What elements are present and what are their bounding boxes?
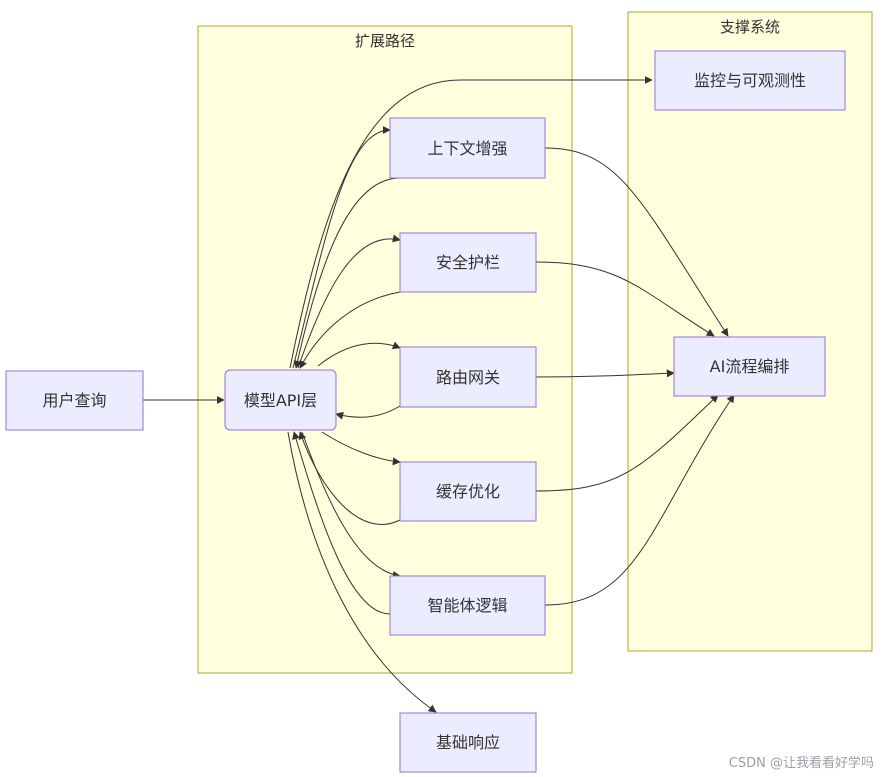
edge-model-to-basic — [287, 431, 437, 713]
node-agent-label: 智能体逻辑 — [427, 596, 507, 615]
watermark: CSDN @让我看看好学吗 — [728, 756, 874, 771]
node-guardrails-label: 安全护栏 — [436, 253, 500, 272]
node-monitoring[interactable]: 监控与可观测性 — [654, 50, 846, 111]
edge-model-to-cache — [321, 431, 401, 466]
node-orchestration-label: AI流程编排 — [710, 357, 790, 376]
node-user-query[interactable]: 用户查询 — [5, 370, 144, 431]
node-context-enhance[interactable]: 上下文增强 — [389, 117, 546, 179]
edge-context-to-orchestration — [544, 147, 729, 337]
edge-cache-to-model — [298, 431, 401, 525]
edge-model-to-gateway — [317, 341, 401, 367]
node-monitor-label: 监控与可观测性 — [694, 71, 806, 90]
node-user-query-label: 用户查询 — [42, 391, 106, 410]
edge-gateway-to-orchestration — [535, 369, 675, 378]
edge-model-to-context — [292, 126, 391, 369]
edge-guardrails-to-orchestration — [535, 261, 715, 337]
node-basic-label: 基础响应 — [436, 733, 500, 752]
cluster-support-label: 支撑系统 — [720, 18, 780, 36]
node-gateway-label: 路由网关 — [436, 368, 500, 387]
node-model-api-label: 模型API层 — [244, 391, 317, 410]
edge-context-to-model — [293, 177, 401, 369]
edge-agent-to-orchestration — [544, 394, 735, 606]
node-cache[interactable]: 缓存优化 — [399, 461, 537, 522]
edge-gateway-to-model — [335, 405, 401, 420]
edge-model-to-agent — [301, 431, 401, 579]
cluster-extension-label: 扩展路径 — [355, 32, 415, 50]
edge-model-to-guardrails — [297, 234, 401, 369]
edge-agent-to-model — [292, 431, 391, 615]
node-model-api[interactable]: 模型API层 — [224, 369, 337, 431]
node-agent-logic[interactable]: 智能体逻辑 — [389, 575, 546, 636]
edges — [143, 76, 735, 713]
edge-guardrails-to-model — [299, 291, 401, 369]
node-cache-label: 缓存优化 — [436, 482, 500, 501]
node-guardrails[interactable]: 安全护栏 — [399, 232, 537, 293]
node-context-label: 上下文增强 — [427, 139, 507, 158]
node-orchestration[interactable]: AI流程编排 — [673, 336, 826, 397]
node-basic-response[interactable]: 基础响应 — [399, 712, 537, 773]
cluster-support-system: 支撑系统 — [627, 11, 873, 652]
edge-cache-to-orchestration — [535, 394, 719, 492]
node-gateway[interactable]: 路由网关 — [399, 346, 537, 408]
